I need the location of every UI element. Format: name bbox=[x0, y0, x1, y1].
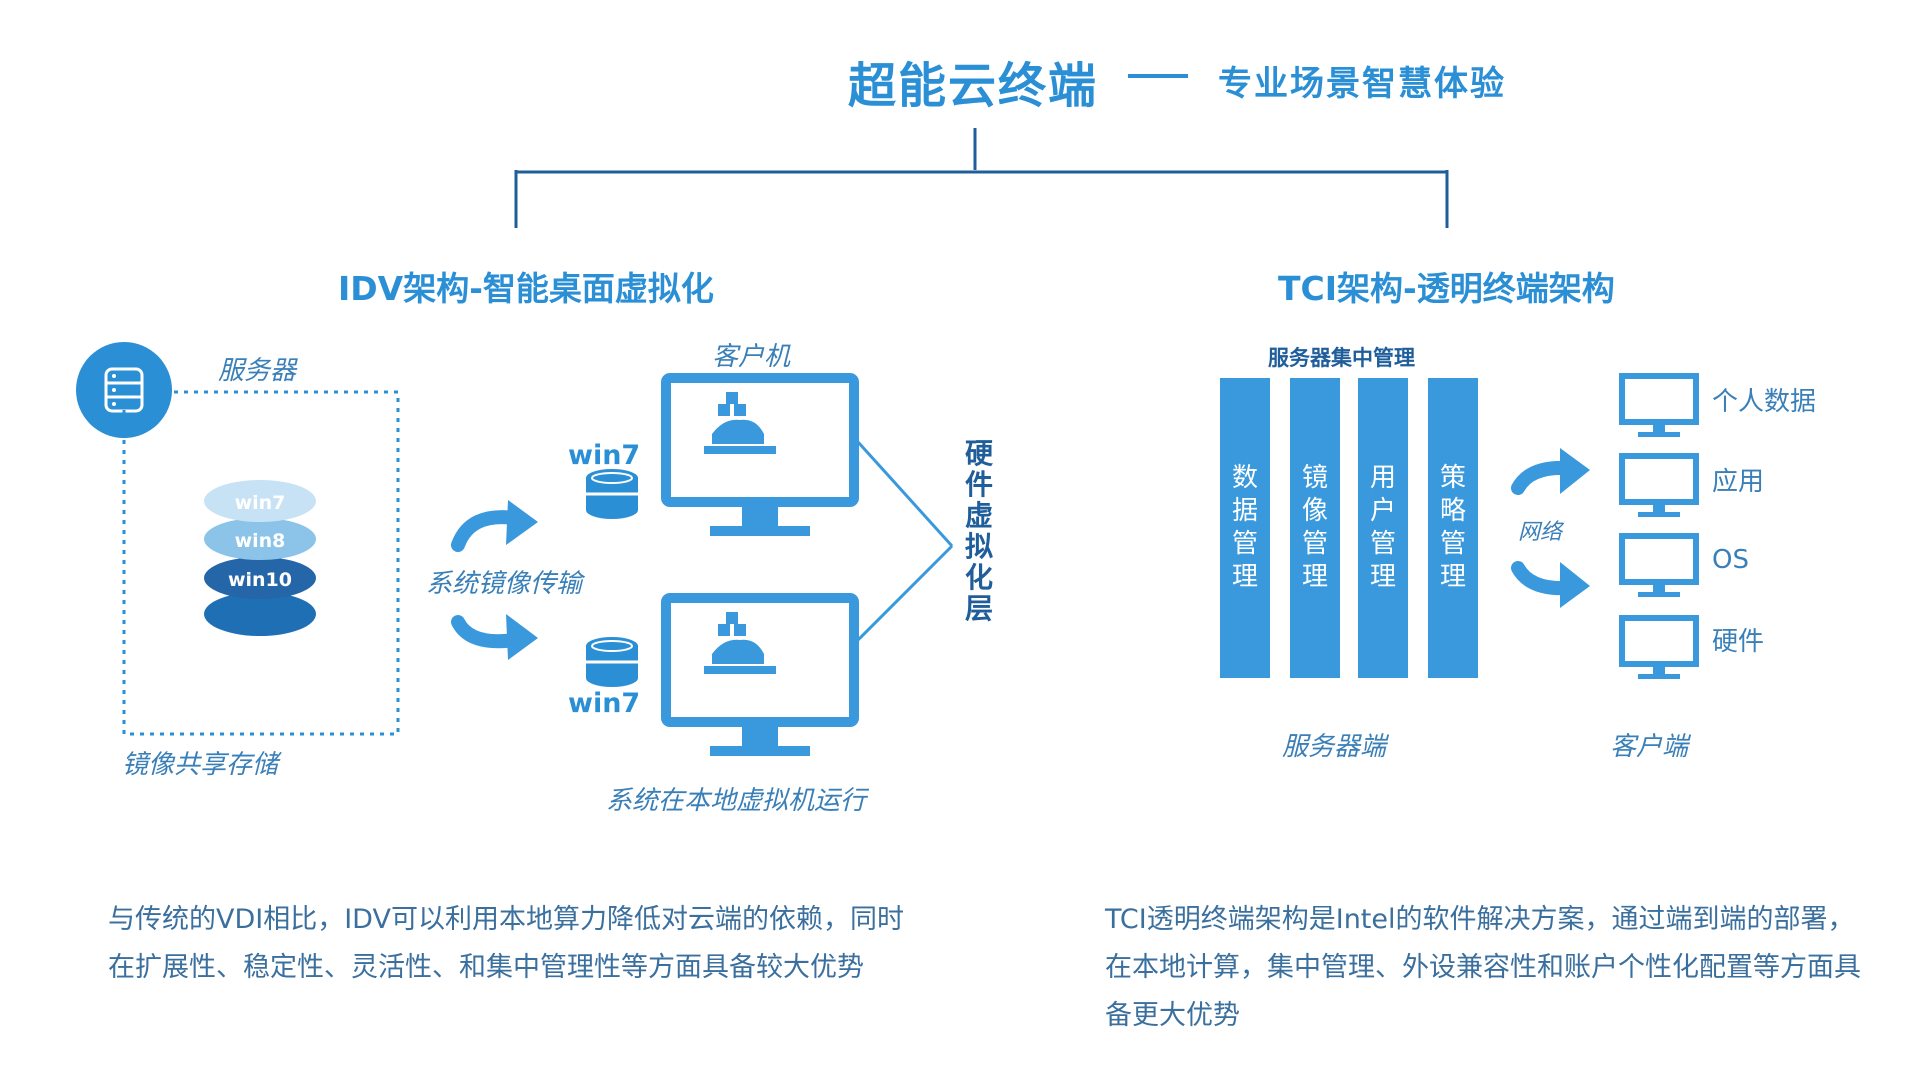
client-db-icon-bottom bbox=[586, 637, 638, 687]
idv-section-title: IDV架构-智能桌面虚拟化 bbox=[338, 269, 714, 308]
client-item-apps: 应用 bbox=[1712, 467, 1764, 497]
hw-layer-char: 化 bbox=[964, 561, 993, 594]
tci-column-4-char: 策 bbox=[1440, 463, 1466, 493]
hw-layer-char: 层 bbox=[964, 592, 993, 625]
client-os-top: win7 bbox=[568, 440, 640, 471]
shared-storage-box bbox=[122, 390, 400, 736]
hw-layer-lines bbox=[856, 440, 954, 642]
client-label: 客户机 bbox=[712, 342, 791, 372]
tci-monitor-3 bbox=[1619, 533, 1699, 597]
transfer-arrow-top bbox=[451, 500, 538, 552]
server-label: 服务器 bbox=[218, 356, 297, 386]
tci-column-1-char: 理 bbox=[1232, 562, 1258, 592]
tci-column-3-char: 管 bbox=[1370, 529, 1396, 559]
hw-layer-char: 硬 bbox=[964, 437, 993, 470]
network-arrow-bottom bbox=[1511, 561, 1590, 608]
server-mgmt-label: 服务器集中管理 bbox=[1268, 346, 1415, 370]
tci-client-items: 个人数据 应用 OS 硬件 bbox=[1712, 387, 1816, 657]
tci-column-2-char: 理 bbox=[1302, 562, 1328, 592]
page-title: 超能云终端 bbox=[848, 58, 1099, 114]
title-dash bbox=[1128, 74, 1188, 78]
transfer-arrow-bottom bbox=[451, 614, 538, 660]
image-win10: win10 bbox=[228, 569, 292, 591]
client-item-os: OS bbox=[1712, 545, 1749, 575]
tci-column-4-char: 略 bbox=[1440, 496, 1466, 526]
image-win8: win8 bbox=[235, 530, 286, 552]
hw-layer-char: 件 bbox=[964, 468, 993, 501]
client-item-personal-data: 个人数据 bbox=[1712, 387, 1816, 417]
client-monitor-top bbox=[661, 373, 859, 536]
client-db-icon-top bbox=[586, 469, 638, 519]
tci-server-columns bbox=[1220, 378, 1478, 678]
tci-column-2-char: 镜 bbox=[1302, 463, 1328, 493]
tci-column-3-char: 户 bbox=[1370, 496, 1396, 526]
tci-column-4-char: 理 bbox=[1440, 562, 1466, 592]
tci-column-3-char: 理 bbox=[1370, 562, 1396, 592]
tci-column-1-char: 据 bbox=[1232, 496, 1258, 526]
tci-column-3-char: 用 bbox=[1370, 463, 1396, 493]
tci-description: TCI透明终端架构是Intel的软件解决方案，通过端到端的部署，在本地计算，集中… bbox=[1105, 904, 1861, 1031]
tci-column-2-char: 像 bbox=[1302, 496, 1328, 526]
tci-column-4-char: 管 bbox=[1440, 529, 1466, 559]
tci-client-monitors bbox=[1619, 373, 1699, 679]
tci-monitor-1 bbox=[1619, 373, 1699, 437]
client-side-label: 客户端 bbox=[1610, 732, 1689, 762]
tree-connector bbox=[514, 128, 1449, 228]
hw-virtualization-layer-label: 硬件虚拟化层 bbox=[962, 438, 996, 624]
server-icon bbox=[76, 342, 172, 438]
hw-layer-char: 拟 bbox=[964, 530, 993, 563]
hw-layer-char: 虚 bbox=[964, 499, 993, 532]
tci-column-2-char: 管 bbox=[1302, 529, 1328, 559]
shared-storage-label: 镜像共享存储 bbox=[122, 750, 279, 780]
server-side-label: 服务器端 bbox=[1282, 732, 1387, 762]
client-os-bottom: win7 bbox=[568, 688, 640, 719]
tci-column-1-char: 管 bbox=[1232, 529, 1258, 559]
tci-monitor-2 bbox=[1619, 453, 1699, 517]
image-transfer-label: 系统镜像传输 bbox=[426, 569, 583, 599]
network-arrow-top bbox=[1511, 448, 1590, 495]
client-monitor-bottom bbox=[661, 593, 859, 756]
local-vm-label: 系统在本地虚拟机运行 bbox=[606, 786, 867, 816]
network-label: 网络 bbox=[1518, 520, 1563, 545]
tci-column-1-char: 数 bbox=[1232, 463, 1258, 493]
page-subtitle: 专业场景智慧体验 bbox=[1218, 64, 1506, 104]
client-item-hardware: 硬件 bbox=[1712, 627, 1764, 657]
tci-section-title: TCI架构-透明终端架构 bbox=[1278, 269, 1615, 308]
image-win7: win7 bbox=[235, 492, 286, 514]
idv-description: 与传统的VDI相比，IDV可以利用本地算力降低对云端的依赖，同时在扩展性、稳定性… bbox=[108, 904, 904, 983]
os-image-stack: win7 win8 win10 bbox=[204, 480, 316, 636]
tci-monitor-4 bbox=[1619, 615, 1699, 679]
